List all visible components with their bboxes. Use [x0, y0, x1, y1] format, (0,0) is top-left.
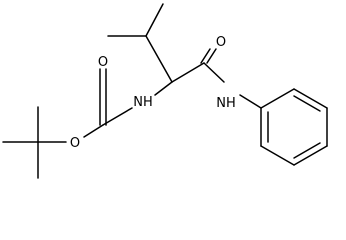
atom-label-o-amide: O [216, 35, 226, 50]
bond-nh-to-alpha-carbon [154, 81, 173, 96]
atom-label-nh-carbamate: NH [133, 95, 153, 110]
bond-isopropyl-top [145, 3, 164, 37]
bond-carbonyl-to-nh [102, 107, 133, 126]
bond-amide-carbon-to-nh [203, 62, 225, 83]
ring-bond-4 [293, 145, 328, 166]
bond-alpha-to-side-chain [145, 35, 173, 83]
molecule-structure: O O NH O NH [2, 3, 328, 179]
atom-label-nh-amide: NH [216, 96, 236, 111]
ring-bond-2 [293, 88, 328, 109]
bond-oxygen-to-carbonyl [83, 124, 104, 138]
ring-bond-5 [260, 145, 295, 166]
atom-label-o-carbamate: O [98, 55, 108, 70]
phenyl-ring [260, 88, 328, 166]
bond-amide-double-b [206, 48, 217, 64]
bond-amide-nh-to-phenyl [239, 94, 262, 109]
ring-bond-1 [260, 88, 295, 109]
bond-alpha-to-amide-carbon [171, 62, 205, 83]
ring-inner-double-2 [293, 142, 321, 159]
bond-amide-double-a [200, 48, 211, 64]
atom-label-o-ester: O [70, 136, 80, 151]
ring-inner-double-1 [293, 95, 321, 112]
